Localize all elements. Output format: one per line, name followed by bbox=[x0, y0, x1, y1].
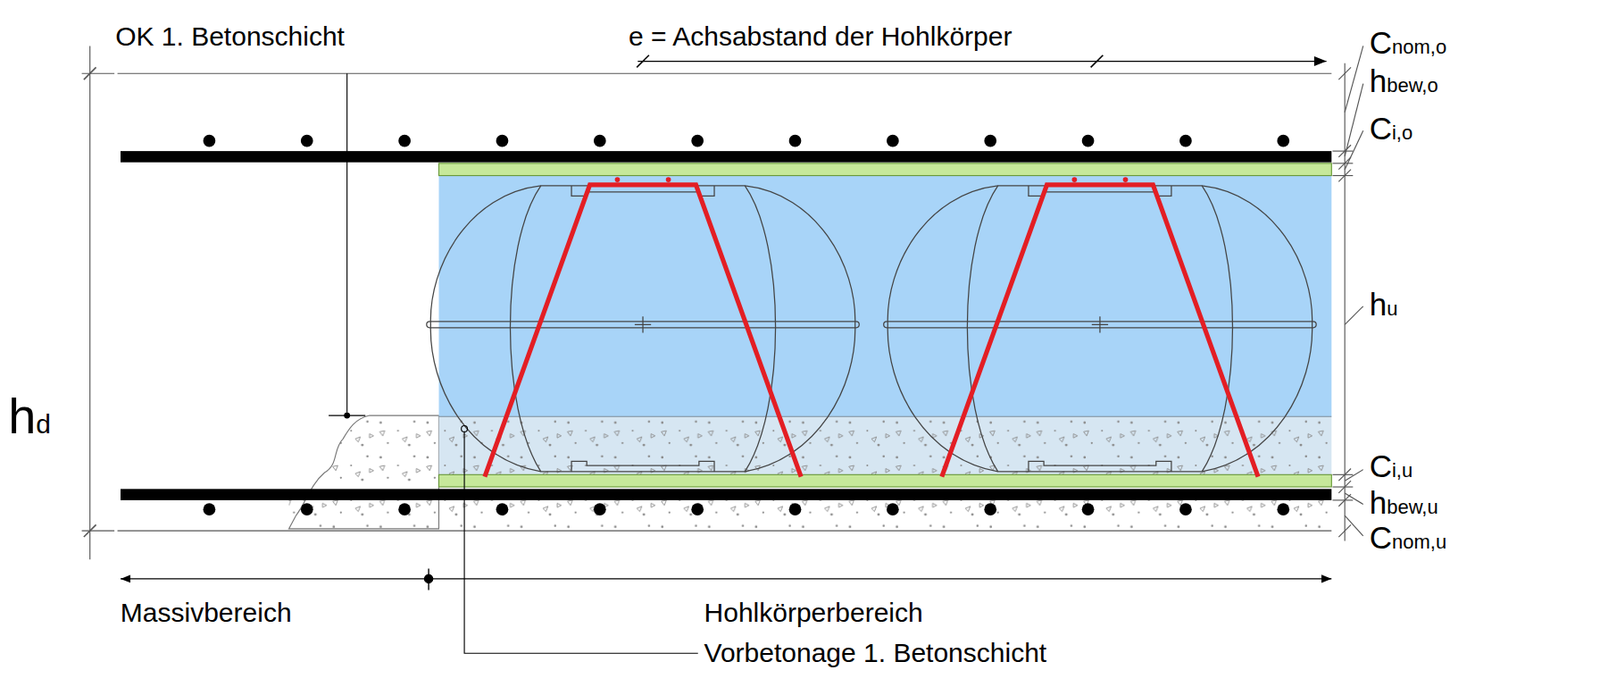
zone-label: Massivbereich bbox=[120, 596, 292, 628]
first-concrete-layer bbox=[439, 416, 1333, 475]
concrete-lump-ground bbox=[289, 415, 440, 529]
mesh-band-bottom bbox=[439, 474, 1333, 487]
top-rebar bbox=[120, 150, 1332, 163]
zone-dimension bbox=[120, 567, 1332, 590]
layer-dimension-chain bbox=[1332, 45, 1363, 541]
rebar-dot bbox=[496, 502, 509, 516]
rebar-dot bbox=[789, 502, 802, 516]
dimension-label: Ci,o bbox=[1369, 110, 1414, 147]
zone-label: Hohlkörperbereich bbox=[704, 596, 924, 628]
spacer-truss bbox=[941, 184, 1259, 477]
rebar-dot bbox=[398, 134, 411, 148]
rebar-dot bbox=[1179, 134, 1192, 148]
rebar-dot bbox=[1082, 134, 1095, 148]
dimension-label: Cnom,u bbox=[1369, 519, 1447, 556]
rebar-dot bbox=[593, 134, 607, 148]
mesh-band-top bbox=[439, 163, 1333, 176]
dimension-label: Cnom,o bbox=[1369, 25, 1447, 61]
rebar-dot bbox=[983, 502, 997, 516]
dimension-label: hbew,u bbox=[1369, 484, 1439, 521]
rebar-dot bbox=[1276, 502, 1290, 516]
bottom-surface bbox=[117, 530, 1333, 532]
dimension-label: hd bbox=[8, 387, 51, 445]
layer-label: Vorbetonage 1. Betonschicht bbox=[704, 637, 1048, 669]
dimension-label: hbew,o bbox=[1369, 63, 1439, 100]
rebar-dot bbox=[886, 134, 900, 148]
void-former bbox=[426, 185, 859, 472]
rebar-dot bbox=[203, 502, 217, 516]
rebar-dot bbox=[983, 134, 997, 148]
rebar-dot bbox=[300, 502, 314, 516]
top-surface bbox=[117, 73, 1333, 75]
rebar-dot bbox=[691, 502, 704, 516]
truss-welds bbox=[615, 176, 1129, 183]
rebar-dot bbox=[398, 502, 411, 516]
dimension-label: Ci,u bbox=[1369, 448, 1414, 484]
rebar-dot bbox=[1276, 134, 1290, 148]
dimension-label: e = Achsabstand der Hohlkörper bbox=[628, 21, 1012, 53]
level-leader bbox=[328, 73, 366, 418]
bottom-rebar bbox=[120, 488, 1332, 500]
rebar-dots bbox=[203, 134, 1291, 516]
concrete-lump bbox=[289, 415, 440, 529]
spacer-truss bbox=[484, 184, 801, 477]
rebar-dot bbox=[886, 502, 900, 516]
rebar-dot bbox=[300, 134, 314, 148]
rebar-dot bbox=[1179, 502, 1192, 516]
rebar-dot bbox=[593, 502, 607, 516]
void-zone bbox=[439, 175, 1333, 417]
void-former bbox=[883, 185, 1317, 472]
rebar-dot bbox=[691, 134, 704, 148]
layer-leader bbox=[461, 425, 699, 653]
first-concrete-layer-ground bbox=[439, 416, 1333, 475]
rebar-dot bbox=[203, 134, 217, 148]
level-label: OK 1. Betonschicht bbox=[115, 21, 345, 53]
rebar-dot bbox=[1082, 502, 1095, 516]
height-dimension bbox=[82, 45, 116, 559]
dimension-label: hu bbox=[1369, 285, 1399, 322]
rebar-dot bbox=[789, 134, 802, 148]
concrete-cover bbox=[289, 500, 1333, 531]
spacing-dimension bbox=[636, 55, 1326, 68]
layer-boundary bbox=[439, 416, 1333, 417]
rebar-dot bbox=[496, 134, 509, 148]
